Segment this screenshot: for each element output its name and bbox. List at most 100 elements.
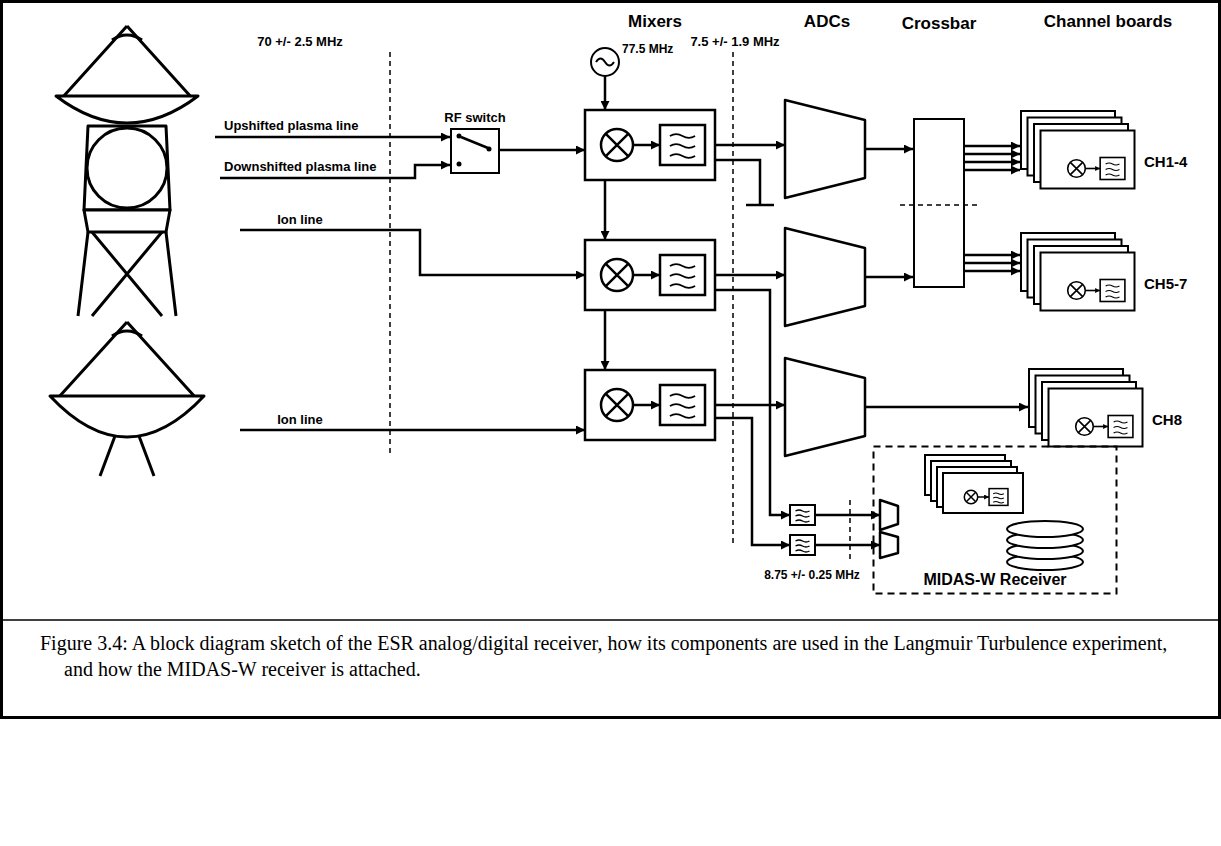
mixer-filter-symbols bbox=[670, 144, 695, 148]
figure-frame bbox=[2, 2, 1220, 718]
mixer-filter-symbols bbox=[796, 550, 810, 552]
adc-symbols bbox=[880, 532, 898, 558]
antenna-upper bbox=[84, 126, 170, 210]
node-label: CH8 bbox=[1152, 411, 1182, 428]
switch-contact bbox=[457, 162, 462, 167]
mixer-filter-symbols bbox=[993, 501, 1004, 503]
channel-board-stack: CH5-7 bbox=[1020, 232, 1191, 313]
mixer-filter-symbols bbox=[670, 264, 695, 268]
mixer-filter-symbols bbox=[606, 134, 628, 156]
signal-connector bbox=[965, 262, 1020, 265]
antenna-lower bbox=[58, 322, 196, 398]
board-stack-drawing bbox=[1106, 296, 1120, 298]
signal-wires bbox=[865, 276, 913, 279]
board-stack-drawing bbox=[1106, 174, 1120, 176]
signal-wires bbox=[715, 144, 785, 147]
board-stack-drawing bbox=[1078, 420, 1090, 432]
crossbar-box: Crossbar bbox=[913, 118, 965, 288]
mixer-filter-symbols bbox=[606, 264, 628, 286]
board-stack-drawing bbox=[1041, 253, 1135, 311]
mixer-filter-symbols bbox=[660, 385, 705, 425]
midas-disks bbox=[1007, 521, 1083, 537]
signal-wires bbox=[746, 204, 774, 207]
mixer-filter-symbols bbox=[633, 404, 660, 407]
signal-wires bbox=[215, 136, 450, 139]
mixer-filter-symbols bbox=[993, 497, 1004, 499]
band-markers bbox=[390, 52, 978, 562]
mixer-filter-symbols bbox=[670, 274, 695, 278]
signal-wires bbox=[965, 145, 1020, 148]
mixer-filter-symbols bbox=[670, 394, 695, 398]
band-markers bbox=[900, 204, 978, 206]
board-stack-drawing bbox=[1028, 368, 1144, 449]
signal-label: 8.75 +/- 0.25 MHz bbox=[762, 569, 862, 583]
mixer-filter-symbols bbox=[633, 274, 660, 277]
board-stack-drawing bbox=[1114, 427, 1128, 429]
band-markers bbox=[732, 52, 734, 545]
signal-label: Upshifted plasma line bbox=[222, 119, 360, 134]
mixer-filter-symbols bbox=[670, 154, 695, 158]
board-stack-drawing bbox=[1114, 432, 1128, 434]
board-stack-drawing bbox=[1068, 160, 1086, 178]
antenna-upper bbox=[84, 210, 170, 232]
mixer-filter-symbols bbox=[601, 129, 633, 161]
antenna-upper bbox=[78, 232, 176, 316]
switch-symbol bbox=[461, 137, 488, 148]
node-label: RF switch bbox=[444, 111, 505, 126]
signal-wires bbox=[865, 148, 913, 151]
mixer-filter-symbols bbox=[633, 144, 660, 147]
signal-label: 70 +/- 2.5 MHz bbox=[255, 35, 345, 50]
board-stack-drawing bbox=[1106, 291, 1120, 293]
signal-wires bbox=[965, 254, 1020, 257]
channel-board-stack: CH1-4 bbox=[1020, 110, 1191, 191]
switch-contact bbox=[487, 147, 492, 152]
node-label: Crossbar bbox=[902, 14, 977, 34]
mixer-filter-symbols bbox=[966, 492, 975, 501]
local-oscillator bbox=[591, 48, 619, 76]
board-stack-drawing bbox=[1106, 163, 1120, 165]
mixer-filter-symbols bbox=[670, 414, 695, 418]
mixer-filter-symbols bbox=[943, 473, 1023, 513]
board-stack-drawing bbox=[1041, 131, 1135, 189]
mixer-filter-symbols bbox=[989, 489, 1008, 506]
board-stack-drawing bbox=[1114, 421, 1128, 423]
mixer-filter-symbols bbox=[670, 134, 695, 138]
mixer-filter-symbols bbox=[601, 389, 633, 421]
mixer-filter-symbols bbox=[993, 493, 1004, 495]
signal-wires bbox=[865, 406, 1028, 409]
board-stack-drawing bbox=[1049, 389, 1143, 447]
signal-wires bbox=[965, 169, 1020, 172]
figure-caption: Figure 3.4: A block diagram sketch of th… bbox=[40, 630, 1200, 682]
signal-wires bbox=[604, 180, 607, 240]
board-stack-drawing bbox=[1100, 280, 1125, 302]
signal-wires bbox=[215, 76, 1028, 545]
board-stack-drawing bbox=[1106, 169, 1120, 171]
mixer-filter-symbols bbox=[670, 404, 695, 408]
dashed-outline bbox=[874, 447, 1117, 594]
rf-switch: RF switch bbox=[450, 128, 500, 174]
board-stack-drawing bbox=[1093, 426, 1108, 428]
antenna-lower bbox=[100, 436, 154, 476]
mixer-filter-symbols bbox=[978, 496, 989, 498]
mixer-filter-symbols bbox=[660, 255, 705, 295]
board-stack-drawing bbox=[1076, 418, 1094, 436]
adc-symbols bbox=[785, 358, 865, 456]
adc-symbols bbox=[785, 100, 898, 558]
signal-wires bbox=[240, 429, 585, 432]
signal-label: 7.5 +/- 1.9 MHz bbox=[688, 35, 781, 50]
signal-wires bbox=[815, 514, 880, 517]
switch-symbol bbox=[452, 130, 497, 171]
column-heading: ADCs bbox=[802, 12, 852, 32]
mixer-filter-symbols bbox=[790, 505, 815, 525]
board-stack-drawing bbox=[1085, 168, 1100, 170]
band-markers bbox=[389, 52, 391, 455]
board-stack-drawing bbox=[1100, 158, 1125, 180]
board-stack-drawing bbox=[1068, 282, 1086, 300]
band-markers bbox=[849, 500, 851, 562]
mixer-filter-symbols bbox=[796, 545, 810, 547]
mixer-filter-symbols bbox=[670, 284, 695, 288]
antenna-lower bbox=[50, 322, 204, 476]
antenna-upper bbox=[112, 35, 142, 40]
signal-wires bbox=[715, 404, 785, 407]
